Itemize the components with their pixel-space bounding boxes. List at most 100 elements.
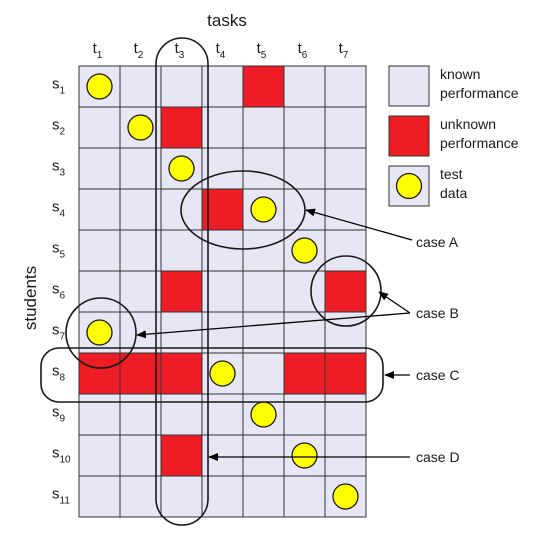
known-performance-cell (119, 229, 162, 272)
known-performance-cell (324, 188, 367, 231)
legend-swatch-unknown (388, 115, 430, 157)
performance-grid (78, 65, 367, 518)
known-performance-cell (119, 188, 162, 231)
known-performance-cell (201, 147, 244, 190)
known-performance-cell (78, 393, 121, 436)
known-performance-cell (324, 475, 367, 518)
student-label: s7 (52, 322, 66, 343)
test-data-marker (86, 319, 113, 346)
case-b-arrow-right (378, 291, 411, 314)
case-c-row-outline (40, 347, 384, 403)
known-performance-cell (324, 106, 367, 149)
unknown-performance-cell (160, 434, 203, 477)
test-data-marker (209, 360, 236, 387)
task-label: t1 (93, 40, 103, 61)
case-b-circle-right (310, 255, 382, 327)
students-axis-label: students (21, 266, 40, 330)
test-data-marker (86, 73, 113, 100)
unknown-performance-cell (283, 352, 326, 395)
legend-label-test: data (440, 185, 467, 201)
test-data-marker (168, 155, 195, 182)
unknown-performance-cell (201, 188, 244, 231)
unknown-performance-cell (242, 65, 285, 108)
tasks-heading: tasks (207, 11, 247, 30)
known-performance-cell (119, 270, 162, 313)
known-performance-cell (242, 434, 285, 477)
case-a-label: case A (416, 234, 459, 250)
student-label: s5 (52, 240, 66, 261)
known-performance-cell (119, 393, 162, 436)
student-label: s11 (52, 486, 70, 507)
known-performance-cell (242, 229, 285, 272)
case-a-arrow (305, 208, 413, 241)
known-performance-cell (201, 393, 244, 436)
known-performance-cell (78, 475, 121, 518)
case-b-arrow-left (136, 312, 411, 339)
case-d-label: case D (416, 449, 460, 465)
known-performance-cell (160, 393, 203, 436)
known-performance-cell (201, 270, 244, 313)
test-data-marker (291, 237, 318, 264)
unknown-performance-cell (324, 352, 367, 395)
task-label: t4 (216, 40, 226, 61)
known-performance-cell (324, 65, 367, 108)
known-performance-cell (242, 270, 285, 313)
known-performance-cell (283, 65, 326, 108)
test-data-marker (127, 114, 154, 141)
student-label: s2 (52, 117, 66, 138)
known-performance-cell (324, 147, 367, 190)
task-label: t3 (175, 40, 185, 61)
known-performance-cell (78, 147, 121, 190)
legend-test-marker (395, 172, 423, 200)
known-performance-cell (324, 434, 367, 477)
unknown-performance-cell (160, 106, 203, 149)
student-label: s9 (52, 404, 66, 425)
case-d-column-outline (155, 37, 209, 526)
case-shapes (40, 37, 384, 526)
student-label: s10 (52, 445, 71, 466)
student-label: s4 (52, 199, 66, 220)
known-performance-cell (78, 229, 121, 272)
known-performance-cell (242, 352, 285, 395)
known-performance-cell (119, 475, 162, 518)
case-c-label: case C (416, 367, 460, 383)
known-performance-cell (119, 65, 162, 108)
student-label: s8 (52, 363, 66, 384)
task-label: t2 (134, 40, 144, 61)
known-performance-cell (283, 270, 326, 313)
known-performance-cell (324, 393, 367, 436)
student-label: s6 (52, 281, 66, 302)
student-label: s1 (52, 76, 66, 97)
legend-swatch-known (388, 65, 430, 107)
legend: knownperformanceunknownperformancetestda… (388, 65, 519, 207)
case-a-ellipse (180, 170, 306, 250)
unknown-performance-cell (160, 352, 203, 395)
task-label: t7 (339, 40, 349, 61)
test-data-marker (291, 442, 318, 469)
known-performance-cell (242, 311, 285, 354)
known-performance-cell (283, 106, 326, 149)
known-performance-cell (160, 65, 203, 108)
legend-label-known: known (440, 66, 480, 82)
known-performance-cell (78, 434, 121, 477)
test-data-marker (250, 401, 277, 428)
test-data-marker (332, 483, 359, 510)
known-performance-cell (283, 147, 326, 190)
known-performance-cell (119, 147, 162, 190)
known-performance-cell (324, 229, 367, 272)
legend-label-known: performance (440, 85, 519, 101)
known-performance-cell (78, 106, 121, 149)
test-data-marker (250, 196, 277, 223)
case-b-circle-left (65, 297, 137, 369)
known-performance-cell (119, 434, 162, 477)
known-performance-cell (242, 475, 285, 518)
legend-label-unknown: unknown (440, 116, 496, 132)
unknown-performance-cell (119, 352, 162, 395)
known-performance-cell (78, 270, 121, 313)
legend-label-unknown: performance (440, 135, 519, 151)
known-performance-cell (201, 65, 244, 108)
known-performance-cell (78, 188, 121, 231)
